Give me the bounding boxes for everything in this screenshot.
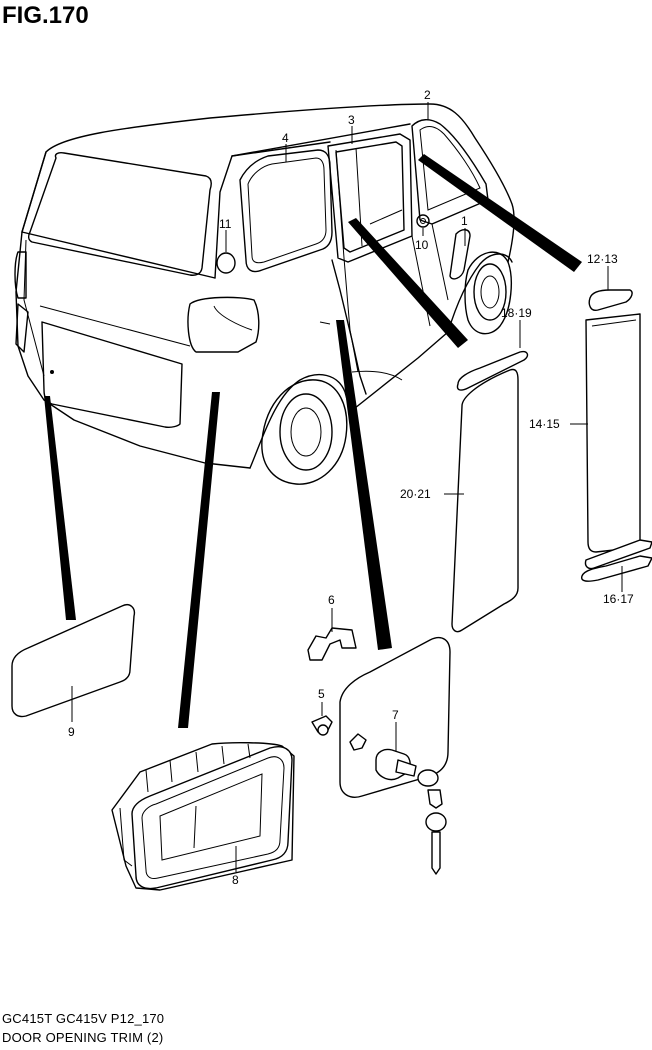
callout-5: 5 <box>318 687 325 701</box>
callout-6: 6 <box>328 593 335 607</box>
callout-14-15: 14·15 <box>529 417 560 431</box>
figure-caption: DOOR OPENING TRIM (2) <box>2 1030 164 1045</box>
callout-11: 11 <box>219 217 232 231</box>
leader-wedges <box>44 154 582 728</box>
pillar-trim-20-21 <box>451 350 529 633</box>
rear-glass-panel-9 <box>11 604 136 718</box>
figure-title: FIG.170 <box>2 2 89 29</box>
callout-2: 2 <box>424 88 431 102</box>
callout-9: 9 <box>68 725 75 739</box>
callout-7: 7 <box>392 708 399 722</box>
callout-12-13: 12·13 <box>587 252 618 266</box>
fastener-5 <box>311 715 333 736</box>
callout-3: 3 <box>348 113 355 127</box>
pillar-trim-14-15 <box>581 289 652 582</box>
storage-box-8 <box>111 741 295 891</box>
van-body <box>14 103 515 485</box>
callout-20-21: 20·21 <box>400 487 431 501</box>
model-code-text: GC415T GC415V P12_170 <box>2 1011 165 1026</box>
fuel-lid-and-lock-7 <box>339 636 451 875</box>
callout-16-17: 16·17 <box>603 592 634 606</box>
callout-18-19: 18·19 <box>501 306 532 320</box>
callout-labels: 2 3 4 1 10 11 12·13 18·19 14·15 20·21 16… <box>68 88 634 887</box>
callout-10: 10 <box>415 238 429 252</box>
callout-1: 1 <box>461 214 468 228</box>
callout-4: 4 <box>282 131 289 145</box>
callout-8: 8 <box>232 873 239 887</box>
clip-6 <box>307 627 357 661</box>
callout-leaders <box>71 102 623 872</box>
